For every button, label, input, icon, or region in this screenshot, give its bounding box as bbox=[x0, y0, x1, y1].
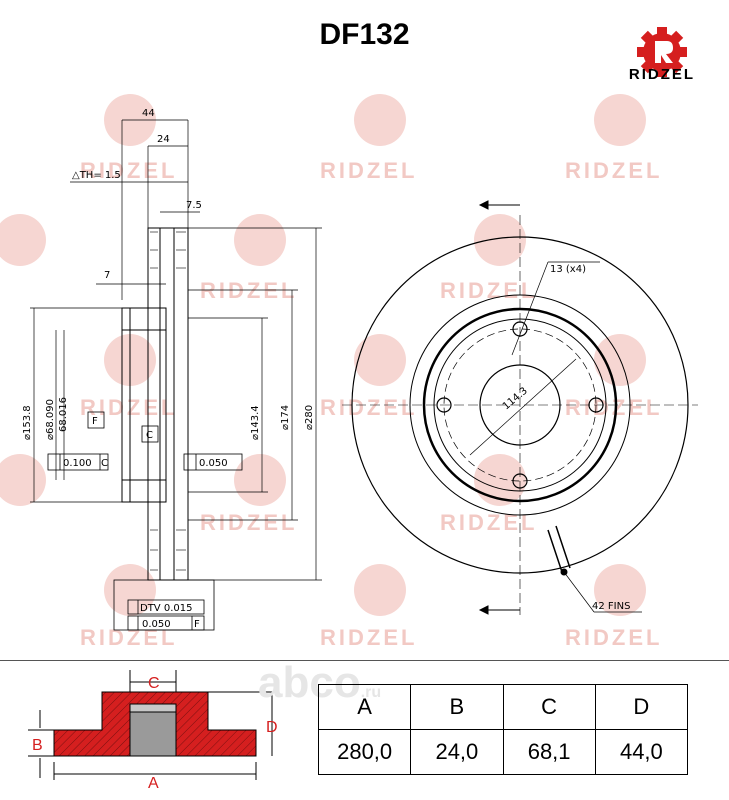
d280-label: ⌀280 bbox=[304, 405, 315, 430]
tol-left-label: 0.100 bbox=[63, 458, 92, 469]
schematic-label-c: C bbox=[148, 675, 160, 692]
dim-7-label: 7 bbox=[104, 270, 110, 281]
d1434-label: ⌀143.4 bbox=[250, 405, 261, 440]
technical-drawing: RIDZEL RIDZEL RIDZEL RIDZEL RIDZEL RIDZE… bbox=[0, 94, 698, 650]
dimensions-table: A B C D 280,0 24,0 68,1 44,0 bbox=[317, 684, 689, 775]
gear-icon bbox=[637, 27, 687, 77]
pcd-label: 114.3 bbox=[501, 385, 530, 412]
table-cell: 280,0 bbox=[317, 729, 412, 775]
watermark-text: RIDZEL bbox=[200, 278, 297, 303]
hub-outline bbox=[121, 307, 167, 503]
table-header-cell: D bbox=[594, 684, 689, 730]
watermark-text: RIDZEL bbox=[80, 625, 177, 650]
section-divider bbox=[0, 660, 729, 661]
tol-left-ref-label: C bbox=[101, 458, 108, 469]
schematic-label-b: B bbox=[32, 737, 43, 754]
d153-label: ⌀153.8 bbox=[22, 405, 33, 440]
dim-7-5-label: 7.5 bbox=[186, 200, 202, 211]
table-cell: 44,0 bbox=[594, 729, 689, 775]
datum-f-label: F bbox=[92, 416, 98, 427]
watermark-text: RIDZEL bbox=[565, 158, 662, 183]
side-section-view bbox=[30, 119, 322, 631]
runout-ref-label: F bbox=[194, 619, 200, 630]
d174-label: ⌀174 bbox=[280, 405, 291, 430]
watermark-text: RIDZEL bbox=[320, 158, 417, 183]
watermark-text: RIDZEL bbox=[80, 158, 177, 183]
watermark-text: RIDZEL bbox=[440, 510, 537, 535]
watermark-text: RIDZEL bbox=[565, 625, 662, 650]
front-view bbox=[342, 200, 698, 615]
tol-right-label: 0.050 bbox=[199, 458, 228, 469]
table-header-cell: A bbox=[317, 684, 412, 730]
part-code-title: DF132 bbox=[319, 18, 410, 51]
ridzel-logo bbox=[637, 27, 687, 77]
tolerance-frames bbox=[47, 411, 243, 631]
d68090-label: ⌀68.090 bbox=[45, 399, 56, 440]
watermark-text: RIDZEL bbox=[320, 395, 417, 420]
watermark-text: RIDZEL bbox=[320, 625, 417, 650]
watermark-text: RIDZEL bbox=[565, 395, 662, 420]
friction-plate-hatch bbox=[150, 231, 186, 571]
table-header-cell: C bbox=[502, 684, 596, 730]
schematic-label-d: D bbox=[266, 719, 278, 736]
runout-label: 0.050 bbox=[142, 619, 171, 630]
table-header-row: A B C D bbox=[317, 684, 689, 730]
table-cell: 68,1 bbox=[502, 729, 596, 775]
watermark-text: RIDZEL bbox=[200, 510, 297, 535]
side-view-labels: 44 24 △TH= 1.5 7.5 7 ⌀153.8 ⌀68.090 68.0… bbox=[22, 108, 315, 630]
table-row: 280,0 24,0 68,1 44,0 bbox=[317, 729, 689, 775]
schematic-label-a: A bbox=[148, 775, 159, 792]
dtv-label: DTV 0.015 bbox=[140, 603, 192, 614]
table-header-cell: B bbox=[410, 684, 504, 730]
holes-label: 13 (x4) bbox=[550, 264, 586, 275]
watermark-text: RIDZEL bbox=[80, 395, 177, 420]
fins-label: 42 FINS bbox=[592, 601, 630, 612]
dim-24-label: 24 bbox=[157, 134, 170, 145]
dimension-schematic: C A B D bbox=[28, 670, 278, 792]
table-cell: 24,0 bbox=[410, 729, 504, 775]
datum-c-label: C bbox=[146, 430, 153, 441]
bolt-hole-left bbox=[436, 397, 452, 413]
watermark-layer: RIDZEL RIDZEL RIDZEL RIDZEL RIDZEL RIDZE… bbox=[0, 94, 662, 650]
dim-44-label: 44 bbox=[142, 108, 155, 119]
th-label: △TH= 1.5 bbox=[72, 170, 121, 181]
d68016-label: 68.016 bbox=[58, 397, 69, 432]
brand-name: RIDZEL bbox=[628, 66, 696, 83]
dimension-lines bbox=[30, 119, 322, 581]
watermark-text: RIDZEL bbox=[440, 278, 537, 303]
